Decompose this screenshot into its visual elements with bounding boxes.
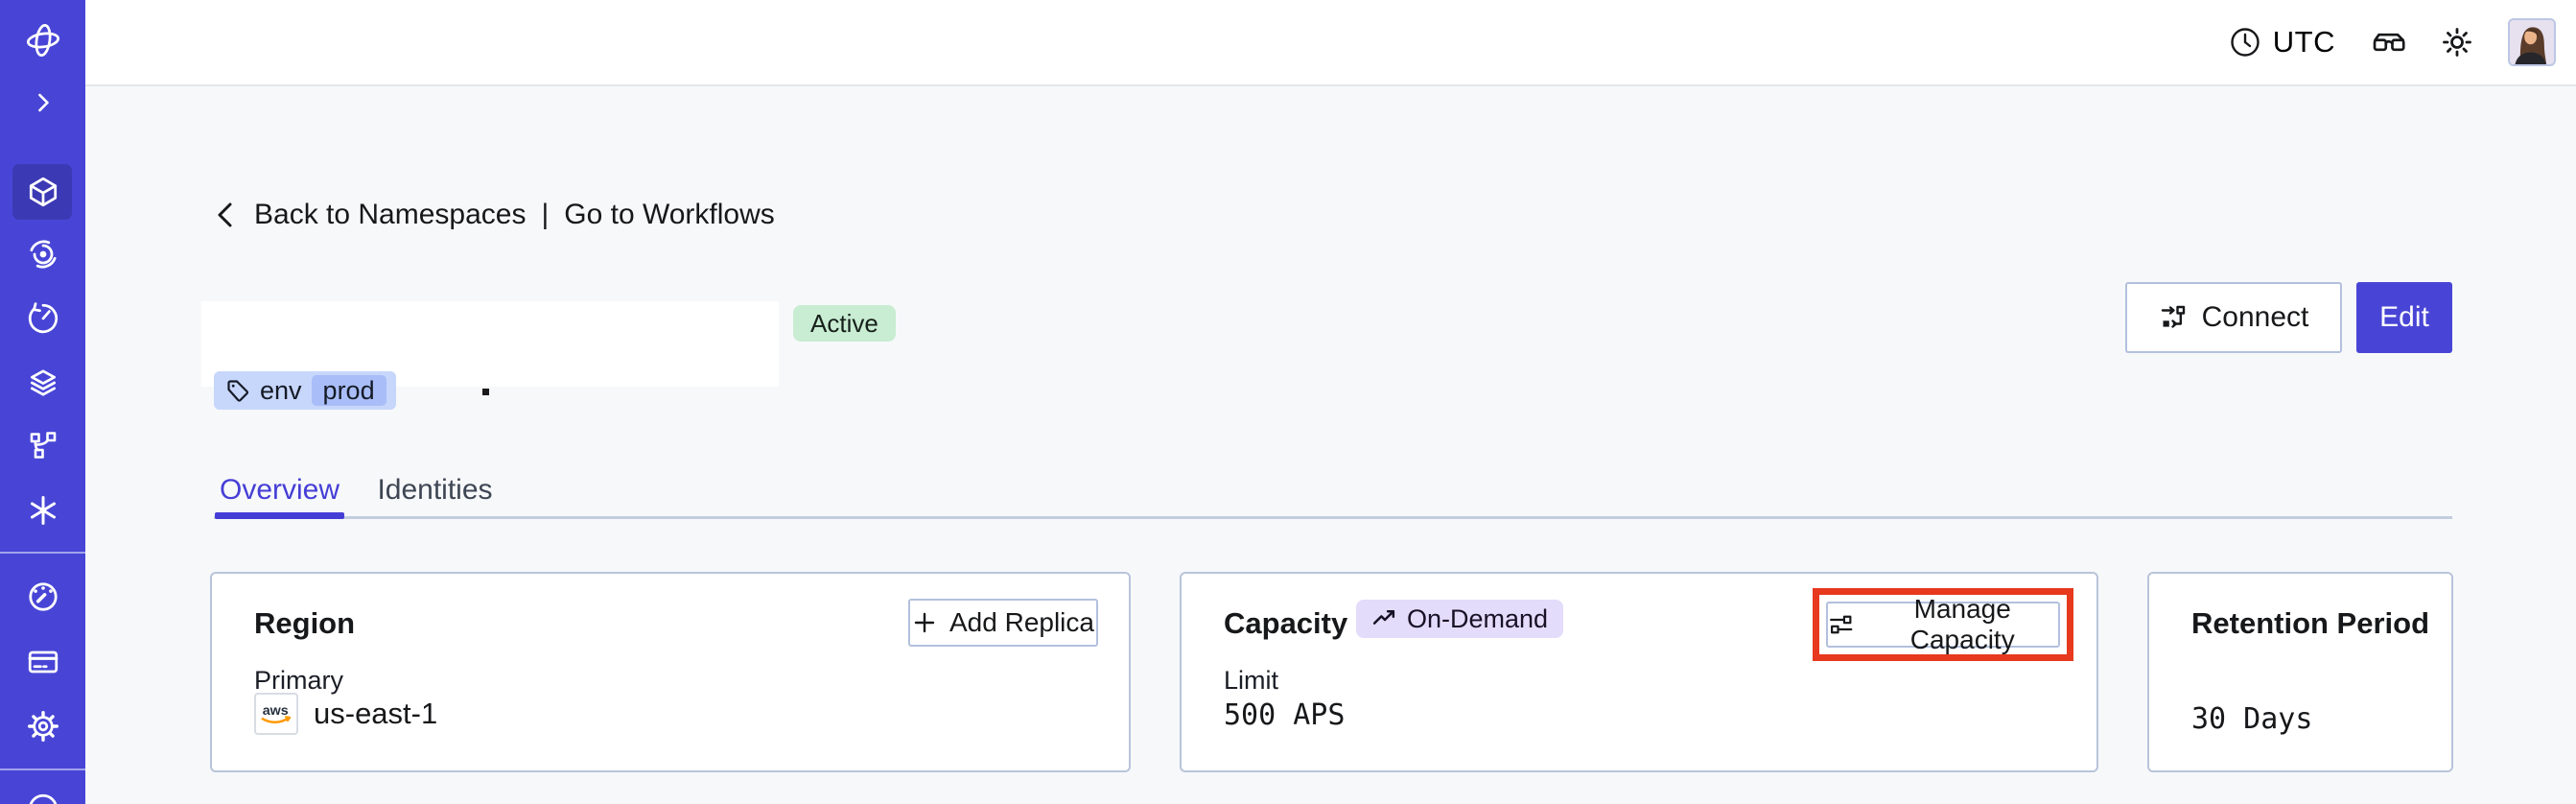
retention-card: Retention Period 30 Days	[2147, 572, 2453, 772]
chevron-right-icon	[37, 93, 49, 112]
tab-identities[interactable]: Identities	[370, 468, 500, 512]
sidebar-item-timer[interactable]	[0, 291, 85, 346]
manage-capacity-label: Manage Capacity	[1909, 594, 2015, 654]
sidebar-item-settings[interactable]	[0, 698, 85, 754]
ondemand-label: On-Demand	[1407, 603, 1549, 633]
timer-icon	[28, 302, 58, 334]
breadcrumb-workflows-link[interactable]: Go to Workflows	[564, 199, 775, 230]
brightness-icon	[2443, 28, 2471, 57]
temporal-logo	[0, 12, 85, 68]
avatar-photo	[2510, 20, 2554, 64]
sidebar-item-bottom[interactable]	[0, 785, 85, 804]
tag-value: prod	[322, 375, 375, 405]
region-card-title: Region	[254, 606, 356, 640]
aws-logo-chip: aws	[254, 693, 298, 735]
manage-capacity-button[interactable]: Manage Capacity	[1826, 594, 2060, 654]
spiral-icon	[29, 240, 57, 269]
timezone-label: UTC	[2272, 25, 2335, 59]
timezone-button[interactable]: UTC	[2229, 25, 2335, 59]
add-replica-button[interactable]: Add Replica	[908, 599, 1098, 647]
gear-icon	[27, 711, 59, 742]
main-content: Back to Namespaces | Go to Workflows Act…	[85, 86, 2576, 804]
region-value: us-east-1	[314, 697, 438, 730]
labs-button[interactable]	[2370, 24, 2406, 60]
gauge-icon	[28, 582, 58, 611]
credit-card-icon	[28, 650, 58, 674]
edit-button[interactable]: Edit	[2356, 282, 2452, 353]
sidebar-item-asterisk[interactable]	[0, 483, 85, 538]
layers-icon	[30, 369, 56, 396]
connect-button[interactable]: Connect	[2125, 282, 2342, 353]
cube-icon	[29, 177, 57, 207]
sidebar-item-spiral[interactable]	[0, 226, 85, 282]
tag-value-chip: prod	[311, 375, 386, 406]
clock-icon	[2231, 28, 2260, 57]
region-card: Region Add Replica Primary aws us-east-1	[210, 572, 1131, 772]
annotation-highlight-box: Manage Capacity	[1813, 588, 2073, 661]
add-replica-label: Add Replica	[949, 607, 1094, 637]
user-avatar[interactable]	[2508, 18, 2556, 66]
capacity-value: 500 APS	[1224, 698, 1346, 732]
topbar: UTC	[85, 0, 2576, 86]
breadcrumb-back-link[interactable]: Back to Namespaces	[254, 199, 527, 230]
retention-card-title: Retention Period	[2191, 606, 2430, 640]
glasses-icon	[2373, 33, 2405, 52]
partial-circle-icon	[29, 793, 57, 804]
sidebar-item-namespaces[interactable]	[0, 164, 85, 220]
aws-logo: aws	[261, 703, 292, 724]
status-badge: Active	[793, 305, 896, 342]
sidebar-expand-button[interactable]	[0, 75, 85, 130]
temporal-logo-icon	[26, 23, 59, 58]
asterisk-icon	[30, 496, 56, 525]
ondemand-badge: On-Demand	[1356, 600, 1564, 638]
region-value-row: aws us-east-1	[254, 693, 437, 735]
breadcrumb-separator: |	[541, 199, 550, 230]
sidebar-item-billing[interactable]	[0, 634, 85, 690]
back-chevron-icon[interactable]	[214, 201, 239, 229]
branch-icon	[30, 432, 56, 459]
sidebar-item-branch[interactable]	[0, 417, 85, 473]
sidebar-item-usage[interactable]	[0, 569, 85, 625]
redaction-artifact	[482, 389, 489, 395]
tag-icon	[227, 380, 249, 402]
primary-label: Primary	[254, 666, 343, 695]
limit-label: Limit	[1224, 666, 1279, 695]
namespace-tag: env prod	[214, 371, 396, 410]
tab-overview[interactable]: Overview	[215, 468, 344, 512]
breadcrumb: Back to Namespaces | Go to Workflows	[214, 199, 775, 231]
theme-toggle-button[interactable]	[2441, 26, 2473, 59]
sidebar-divider	[0, 552, 85, 554]
sidebar-item-layers[interactable]	[0, 355, 85, 411]
plus-icon	[914, 612, 935, 633]
retention-value: 30 Days	[2191, 702, 2313, 736]
capacity-card: Capacity On-Demand Manage Capacity Limit…	[1180, 572, 2098, 772]
sliders-icon	[1830, 615, 1853, 634]
tag-key: env	[260, 375, 302, 405]
sidebar-divider	[0, 769, 85, 770]
trending-up-icon	[1372, 609, 1395, 625]
status-badge-label: Active	[810, 308, 878, 338]
sidebar	[0, 0, 85, 804]
connect-icon	[2161, 305, 2185, 328]
capacity-card-title: Capacity	[1224, 606, 1348, 640]
tabs-baseline	[214, 516, 2452, 519]
edit-button-label: Edit	[2379, 301, 2429, 333]
connect-button-label: Connect	[2201, 301, 2309, 333]
tab-active-underline	[215, 512, 344, 519]
svg-text:aws: aws	[263, 703, 289, 719]
